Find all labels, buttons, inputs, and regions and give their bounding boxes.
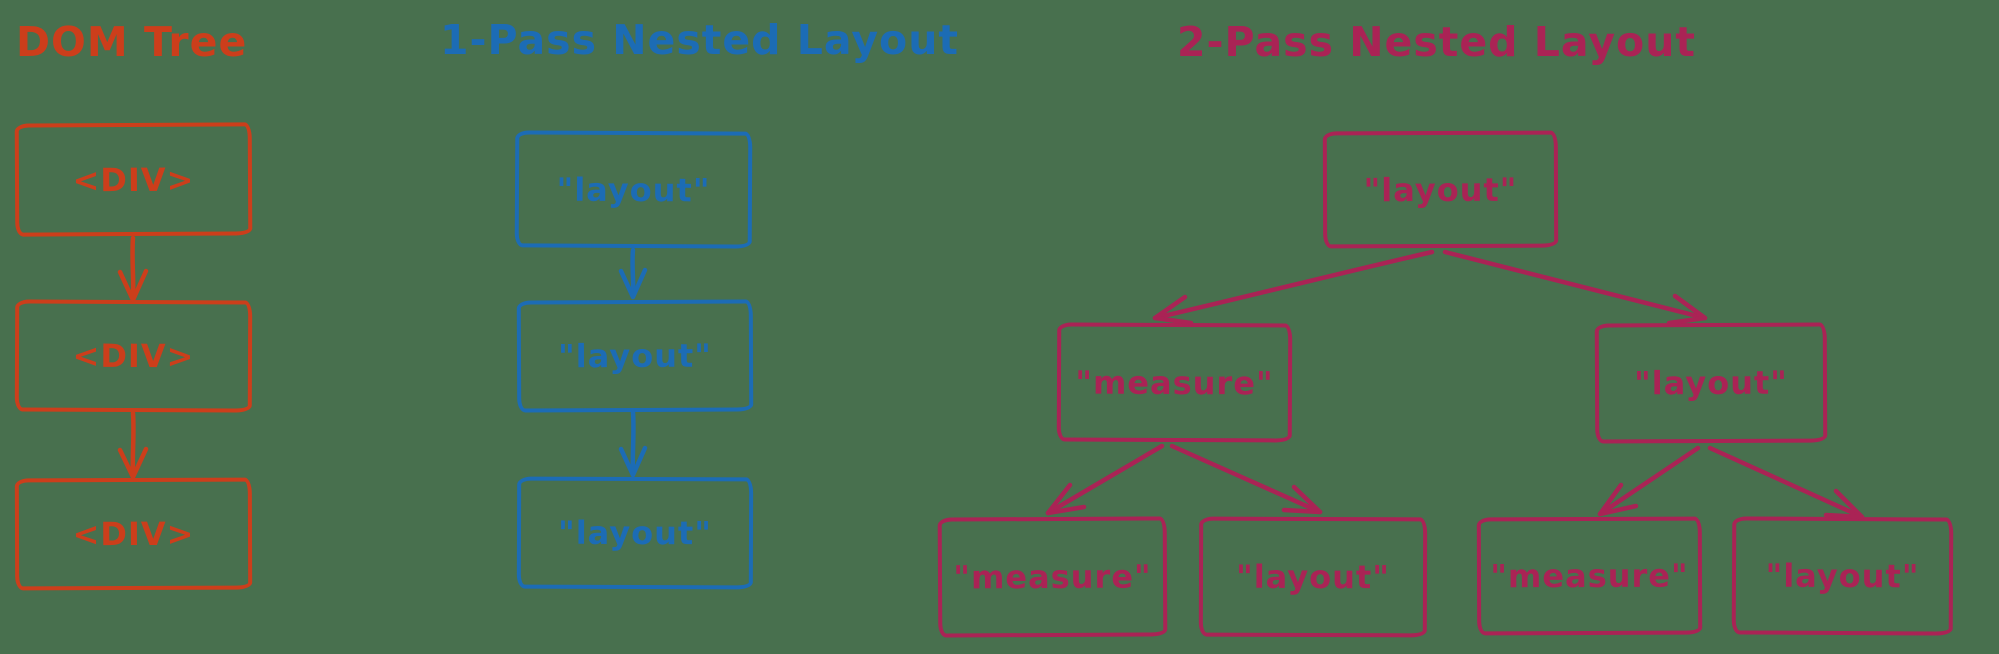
two-pass-l3-measure-2-node: "measure" bbox=[1476, 516, 1703, 636]
dom-node-2-label: <DIV> bbox=[72, 336, 195, 376]
arrow-two-pass-root-to-layout bbox=[1442, 249, 1708, 326]
one-pass-node-1-label: "layout" bbox=[556, 170, 711, 209]
dom-node-1-label: <DIV> bbox=[72, 160, 195, 199]
arrow-two-pass-layout-to-measure bbox=[1597, 445, 1701, 517]
two-pass-l3-layout-1-node: "layout" bbox=[1198, 516, 1428, 638]
arrow-two-pass-measure-to-layout bbox=[1169, 443, 1323, 515]
one-pass-node-3-label: "layout" bbox=[558, 513, 712, 553]
two-pass-l2-measure-label: "measure" bbox=[1075, 363, 1274, 402]
dom-node-3: <DIV> bbox=[14, 477, 253, 591]
arrow-one-pass-1-to-2 bbox=[618, 247, 648, 300]
one-pass-node-2: "layout" bbox=[516, 299, 754, 413]
two-pass-l3-layout-2-node: "layout" bbox=[1731, 516, 1954, 636]
dom-tree-title: DOM Tree bbox=[16, 18, 248, 66]
one-pass-node-3: "layout" bbox=[516, 476, 754, 590]
arrow-dom-2-to-3 bbox=[117, 410, 149, 480]
one-pass-node-1: "layout" bbox=[514, 130, 753, 249]
arrow-dom-1-to-2 bbox=[117, 235, 149, 303]
two-pass-l3-layout-2-label: "layout" bbox=[1765, 556, 1920, 596]
arrow-two-pass-root-to-measure bbox=[1152, 249, 1435, 326]
two-pass-l3-measure-1-label: "measure" bbox=[953, 557, 1152, 597]
one-pass-title: 1-Pass Nested Layout bbox=[440, 16, 960, 64]
dom-node-1: <DIV> bbox=[14, 122, 253, 237]
dom-node-3-label: <DIV> bbox=[72, 514, 195, 554]
two-pass-l3-measure-1-node: "measure" bbox=[937, 516, 1168, 638]
dom-node-2: <DIV> bbox=[14, 299, 253, 413]
one-pass-node-2-label: "layout" bbox=[557, 336, 713, 376]
arrow-two-pass-layout-to-layout bbox=[1707, 445, 1865, 520]
two-pass-l2-layout-node: "layout" bbox=[1594, 322, 1828, 444]
two-pass-l2-layout-label: "layout" bbox=[1633, 363, 1789, 403]
arrow-two-pass-measure-to-measure bbox=[1045, 443, 1165, 516]
two-pass-l3-measure-2-label: "measure" bbox=[1490, 556, 1689, 596]
two-pass-l3-layout-1-label: "layout" bbox=[1236, 557, 1390, 597]
two-pass-l2-measure-node: "measure" bbox=[1056, 322, 1293, 443]
arrow-one-pass-2-to-3 bbox=[618, 409, 648, 478]
two-pass-title: 2-Pass Nested Layout bbox=[1177, 18, 1697, 66]
two-pass-root-node: "layout" bbox=[1322, 130, 1559, 249]
two-pass-root-label: "layout" bbox=[1363, 170, 1518, 209]
